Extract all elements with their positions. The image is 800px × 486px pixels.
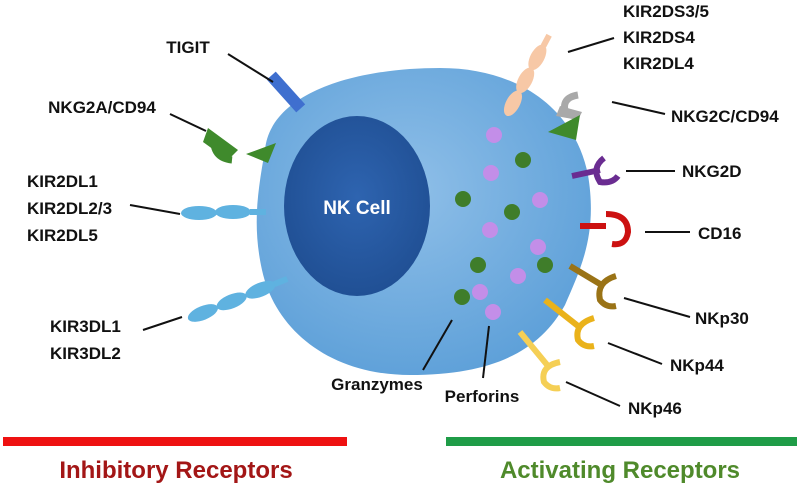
label-nkp30: NKp30 [695, 309, 749, 328]
granzyme-granule [454, 289, 470, 305]
label-tigit: TIGIT [166, 38, 210, 57]
inhibitory-bar [3, 437, 347, 446]
activating-bar [446, 437, 797, 446]
perforin-granule [482, 222, 498, 238]
label-nkp46: NKp46 [628, 399, 682, 418]
label-kir3dl2: KIR3DL2 [50, 344, 121, 363]
granzyme-granule [455, 191, 471, 207]
label-kir2dl5: KIR2DL5 [27, 226, 98, 245]
kir2ds-receptor [503, 33, 552, 117]
nkp46-receptor [517, 330, 561, 392]
granzyme-granule [537, 257, 553, 273]
nucleus [284, 116, 430, 296]
perforins [472, 127, 548, 320]
label-nkg2a-cd94: NKG2A/CD94 [48, 98, 156, 117]
perforin-granule [510, 268, 526, 284]
label-kir3dl1: KIR3DL1 [50, 317, 121, 336]
label-nkg2d: NKG2D [682, 162, 742, 181]
granzymes [454, 152, 553, 305]
granzyme-granule [470, 257, 486, 273]
activating-caption: Activating Receptors [500, 457, 740, 484]
granzyme-granule [515, 152, 531, 168]
label-kir2ds4: KIR2DS4 [623, 28, 695, 47]
label-cd16: CD16 [698, 224, 741, 243]
perforin-granule [486, 127, 502, 143]
perforin-granule [485, 304, 501, 320]
perforin-granule [483, 165, 499, 181]
kir3dl-receptor [187, 276, 289, 322]
nkp30-receptor [568, 263, 617, 310]
nk-cell-label: NK Cell [323, 198, 391, 219]
cd16-receptor [580, 211, 632, 248]
leader-lines [129, 37, 691, 407]
nkg2d-receptor [571, 155, 621, 186]
perforin-granule [472, 284, 488, 300]
kir2dl-receptor [181, 205, 266, 220]
granzyme-granule [504, 204, 520, 220]
label-kir2dl4: KIR2DL4 [623, 54, 694, 73]
label-kir2dl2-3: KIR2DL2/3 [27, 199, 112, 218]
perforin-granule [530, 239, 546, 255]
label-kir2dl1: KIR2DL1 [27, 172, 98, 191]
nkp44-receptor [543, 297, 595, 350]
label-nkg2c-cd94: NKG2C/CD94 [671, 107, 779, 126]
tigit-receptor [266, 71, 306, 113]
perforin-granule [532, 192, 548, 208]
label-kir2ds3-5: KIR2DS3/5 [623, 2, 709, 21]
inhibitory-caption: Inhibitory Receptors [59, 457, 292, 484]
label-perforins: Perforins [445, 387, 520, 406]
label-granzymes: Granzymes [331, 375, 423, 394]
nkg2a-cd94-receptor [203, 128, 276, 164]
nkg2c-cd94-receptor [548, 91, 582, 140]
label-nkp44: NKp44 [670, 356, 724, 375]
